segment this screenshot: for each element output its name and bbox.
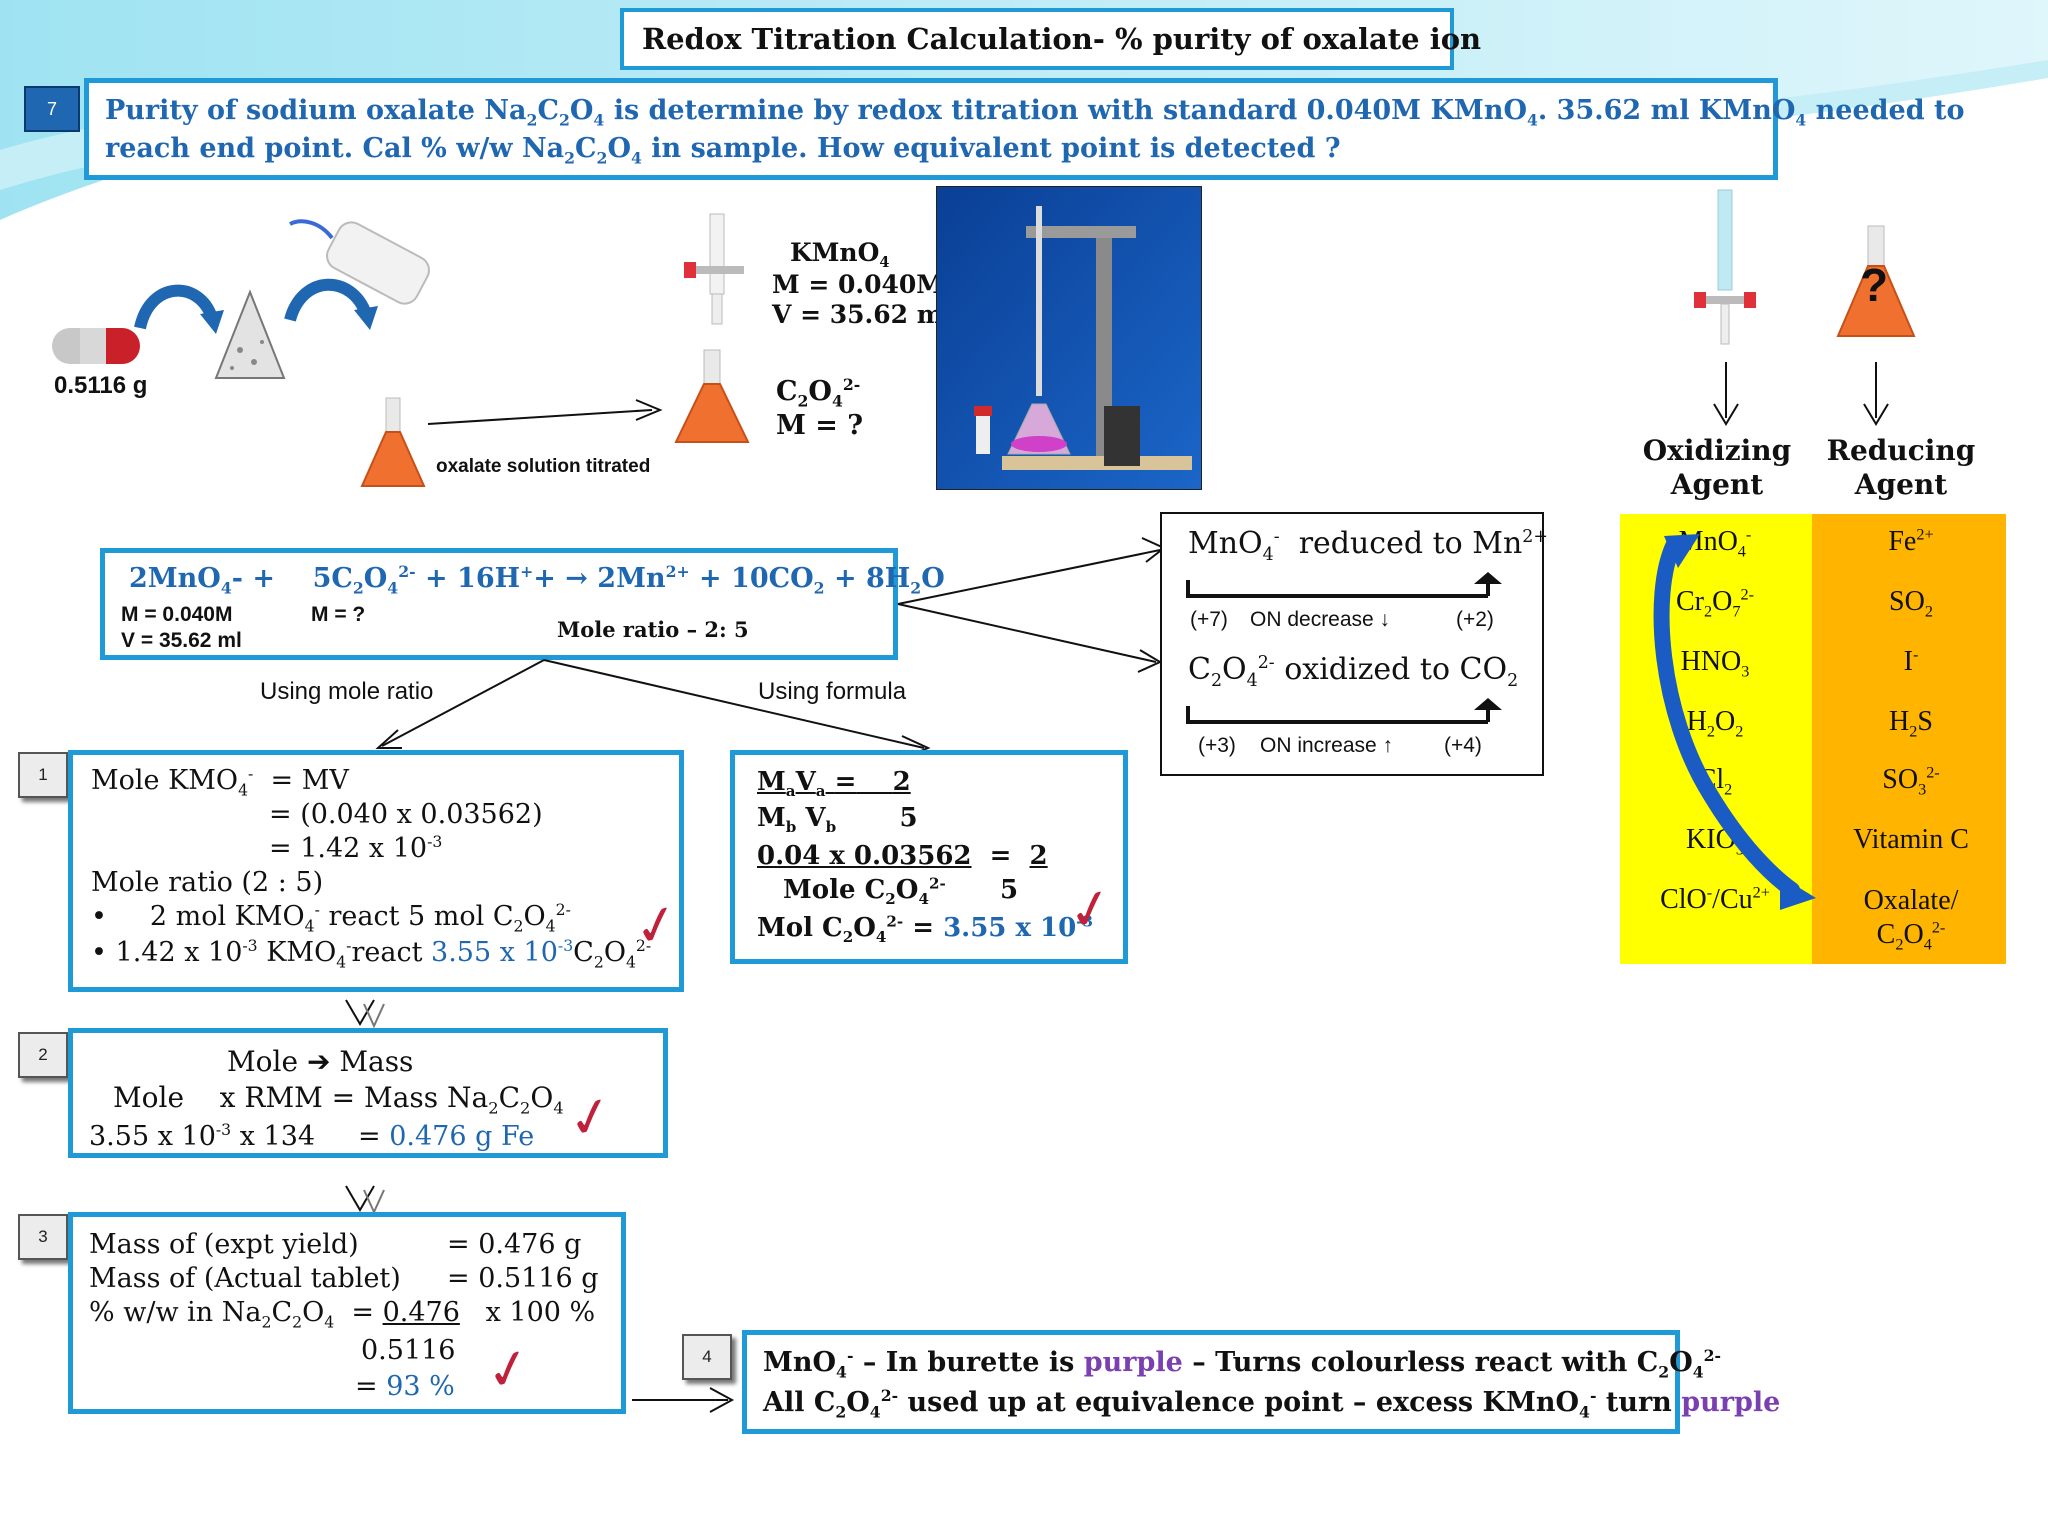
question-number: 7 xyxy=(24,86,80,132)
oxidation-on-mid: ON increase ↑ xyxy=(1260,734,1394,757)
apparatus-diagram xyxy=(52,213,750,487)
c2o4-label: C2O42- xyxy=(776,375,861,411)
reduction-on-mid: ON decrease ↓ xyxy=(1250,608,1391,631)
question-box: Purity of sodium oxalate Na2C2O4 is dete… xyxy=(84,78,1964,180)
sample-mass: 0.5116 g xyxy=(54,372,148,399)
reducing-agents-column xyxy=(1812,514,2006,964)
reducing-agent-header: Reducing Agent xyxy=(1826,434,1976,501)
oxidation-on-left: (+3) xyxy=(1198,734,1236,757)
reducing-agent-3: I- xyxy=(1903,645,1919,677)
reduction-statement: MnO4- reduced to Mn2+ xyxy=(1188,526,1548,565)
kmno4-label: KMnO4 xyxy=(790,238,890,271)
wash-bottle-icon xyxy=(289,219,430,305)
equation-v-left: V = 35.62 ml xyxy=(121,629,242,652)
oxidizing-agent-7: ClO-/Cu2+ xyxy=(1660,883,1770,915)
formula-line-1: MaVa = 2 xyxy=(757,767,911,801)
branch-label-formula: Using formula xyxy=(758,678,907,705)
step3-line-2b: = 0.5116 g xyxy=(447,1263,599,1294)
formula-line-3: 0.04 x 0.03562 = 2 xyxy=(757,841,1048,871)
oxidation-arrow xyxy=(1186,698,1502,724)
step3-line-3: % w/w in Na2C2O4 = 0.476 x 100 % xyxy=(89,1297,596,1332)
step1-line-3: = 1.42 x 10-3 xyxy=(269,832,443,864)
reducing-agent-7: Oxalate/C2O42- xyxy=(1863,885,1959,954)
reducing-agent-2: SO2 xyxy=(1889,586,1933,621)
mole-ratio-label: Mole ratio – 2: 5 xyxy=(557,617,749,642)
reduction-on-left: (+7) xyxy=(1190,608,1228,631)
step2-line-3: 3.55 x 10-3 x 134 = 0.476 g Fe xyxy=(89,1120,535,1152)
step-number-1: 1 xyxy=(18,752,68,798)
step-number-3: 3 xyxy=(18,1214,68,1260)
step3-line-1b: = 0.476 g xyxy=(447,1229,582,1260)
step1-line-5: • 2 mol KMO4- react 5 mol C2O42- xyxy=(91,900,571,936)
step3-line-4: 0.5116 xyxy=(361,1335,456,1366)
c2o4-molarity: M = ? xyxy=(776,410,864,441)
step1-line-4: Mole ratio (2 : 5) xyxy=(91,867,324,898)
equation-box: 2MnO4- + 5C2O42- + 16H++ → 2Mn2+ + 10CO2… xyxy=(100,548,945,660)
step3-line-2a: Mass of (Actual tablet) xyxy=(89,1263,401,1294)
formula-box: MaVa = 2 Mb Vb 5 0.04 x 0.03562 = 2 Mole… xyxy=(730,750,1128,964)
formula-line-4: Mole C2O42- 5 xyxy=(783,874,1019,909)
flask-question-mark: ? xyxy=(1860,259,1889,311)
branch-label-mole-ratio: Using mole ratio xyxy=(260,678,434,705)
step4-box: MnO4- – In burette is purple – Turns col… xyxy=(742,1330,1780,1434)
burette-icon xyxy=(1694,189,1756,345)
reducing-agent-5: SO32- xyxy=(1882,763,1940,799)
reducing-agent-4: H2S xyxy=(1889,706,1933,741)
oxidation-statement: C2O42- oxidized to CO2 xyxy=(1188,652,1519,691)
titration-photo xyxy=(936,186,1202,490)
formula-line-2: Mb Vb 5 xyxy=(757,803,918,837)
reducing-agent-1: Fe2+ xyxy=(1888,525,1934,557)
question-line-2: reach end point. Cal % w/w Na2C2O4 in sa… xyxy=(105,133,1341,168)
flask-icon xyxy=(674,349,750,443)
equation-m-left: M = 0.040M xyxy=(121,603,233,626)
step3-box: Mass of (expt yield) = 0.476 g Mass of (… xyxy=(68,1212,626,1414)
equation-m-right: M = ? xyxy=(311,603,366,626)
step4-line-2: All C2O42- used up at equivalence point … xyxy=(763,1386,1781,1422)
step2-line-1: Mole ➔ Mass xyxy=(227,1045,414,1078)
step4-line-1: MnO4- – In burette is purple – Turns col… xyxy=(763,1346,1722,1382)
oxidizing-agent-2: Cr2O72- xyxy=(1675,585,1754,621)
kmno4-molarity: M = 0.040M xyxy=(772,270,944,299)
burette-icon xyxy=(684,213,744,325)
step-number-2: 2 xyxy=(18,1032,68,1078)
reduction-on-right: (+2) xyxy=(1456,608,1494,631)
formula-line-5: Mol C2O42- = 3.55 x 10-3 xyxy=(757,912,1093,947)
oxidizing-agent-3: HNO3 xyxy=(1680,646,1750,681)
step1-line-6: • 1.42 x 10-3 KMO4-react 3.55 x 10-3C2O4… xyxy=(91,936,652,972)
step1-line-2: = (0.040 x 0.03562) xyxy=(269,799,543,830)
page-title: Redox Titration Calculation- % purity of… xyxy=(642,22,1482,56)
capsule-icon xyxy=(52,328,140,364)
oxidizing-agent-header: Oxidizing Agent xyxy=(1642,434,1792,501)
oxidizing-agent-4: H2O2 xyxy=(1686,706,1744,741)
step2-box: Mole ➔ Mass Mole x RMM = Mass Na2C2O4 3.… xyxy=(68,1028,668,1158)
curve-arrow-icon xyxy=(134,284,218,330)
step1-box: Mole KMO4- = MV = (0.040 x 0.03562) = 1.… xyxy=(68,750,684,992)
balanced-equation: 2MnO4- + 5C2O42- + 16H++ → 2Mn2+ + 10CO2… xyxy=(129,562,945,598)
reducing-agent-6: Vitamin C xyxy=(1853,824,1969,855)
agents-apparatus xyxy=(1694,189,1916,345)
oxidation-on-right: (+4) xyxy=(1444,734,1482,757)
step3-line-5: = 93 % xyxy=(355,1371,455,1402)
title-box: Redox Titration Calculation- % purity of… xyxy=(620,8,1481,70)
oxalate-label: oxalate solution titrated xyxy=(436,456,651,477)
step-number-4: 4 xyxy=(682,1334,732,1380)
reduction-arrow xyxy=(1186,572,1502,598)
redox-box: MnO4- reduced to Mn2+ (+7) ON decrease ↓… xyxy=(1160,512,1548,776)
powder-pile-icon xyxy=(214,289,286,379)
flask-icon xyxy=(360,397,426,487)
oxidizing-strength-arrow xyxy=(1653,534,1816,910)
step1-line-1: Mole KMO4- = MV xyxy=(91,764,349,800)
curve-arrow-icon xyxy=(284,278,372,322)
question-line-1: Purity of sodium oxalate Na2C2O4 is dete… xyxy=(105,95,1965,130)
step3-line-1a: Mass of (expt yield) xyxy=(89,1229,359,1260)
flask-icon xyxy=(1836,225,1916,337)
step2-line-2: Mole x RMM = Mass Na2C2O4 xyxy=(113,1081,564,1118)
kmno4-volume: V = 35.62 ml xyxy=(772,300,953,329)
